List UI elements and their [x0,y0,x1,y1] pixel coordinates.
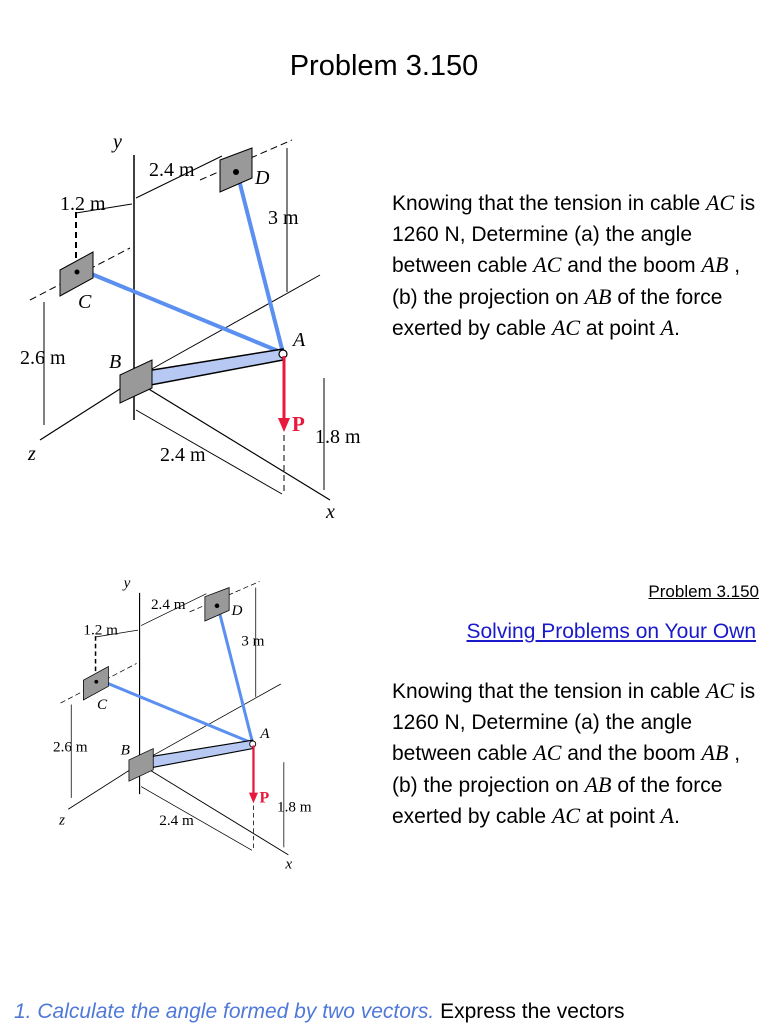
label-dim-left-top: 1.2 m [60,193,106,215]
label-dim-left-26: 2.6 m [53,739,88,756]
dim-2-4-bottom [135,409,283,495]
plate-b [119,359,153,404]
point-c [74,269,80,275]
label-b: B [121,742,130,759]
step-number: 1. [14,1000,32,1023]
force-p-arrowhead [278,418,290,432]
point-d [233,169,239,175]
dim-1-2 [95,629,139,638]
label-x: x [284,856,292,873]
label-dim-vert-3: 3 m [268,207,299,229]
step-text: Express the vectors [440,1000,625,1023]
page-title: Problem 3.150 [289,50,479,82]
slide-2: Problem 3.150 Solving Problems on Your O… [0,580,768,1024]
label-dim-bottom-24: 2.4 m [159,812,194,829]
label-dim-bottom-24: 2.4 m [160,444,206,466]
cable-ad [235,171,285,354]
slide-1: Problem 3.150 [20,50,756,523]
x-axis [139,763,289,856]
x-axis [133,379,331,501]
floor-ref-line [151,683,281,757]
step-emphasis: Calculate the angle formed by two vector… [37,1000,435,1023]
label-dim-left-26: 2.6 m [20,347,66,369]
boom-ab [139,348,284,388]
cable-ad [216,605,255,744]
dim-2-4-top [140,593,207,626]
label-a: A [259,725,270,742]
dim-2-4-bottom [140,786,253,851]
label-y: y [122,580,131,592]
z-axis [67,763,140,810]
problem-diagram: y x z A B C D P 2.4 m 1.2 m 3 m 2.6 m 2.… [20,131,361,523]
floor-ref-line [149,274,321,371]
label-dim-top: 2.4 m [151,596,186,613]
label-c: C [78,291,92,313]
label-dim-vert-3: 3 m [241,632,264,649]
small-title: Problem 3.150 [648,582,759,601]
label-c: C [97,696,108,713]
label-dim-left-top: 1.2 m [83,622,118,639]
plate-b [128,747,154,782]
point-c [94,679,99,684]
label-dim-top: 2.4 m [149,159,195,181]
label-p: P [260,789,270,806]
boom-ab [143,739,254,770]
force-p-arrowhead [248,792,259,804]
cable-ac [95,677,254,745]
step-1: 1. Calculate the angle formed by two vec… [14,1000,624,1024]
dim-2-4-top [135,155,223,199]
dim-1-2 [75,203,133,214]
label-z: z [27,443,36,465]
label-d: D [254,167,270,189]
label-a: A [291,329,306,351]
label-dim-right-18: 1.8 m [315,426,361,448]
point-d [214,603,220,609]
problem-statement: Knowing that the tension in cable AC is … [392,190,756,340]
z-axis [39,379,135,441]
problem-statement-2: Knowing that the tension in cable AC is … [392,678,756,828]
label-z: z [58,811,65,828]
label-b: B [109,351,121,373]
label-dim-right-18: 1.8 m [277,799,312,816]
solving-problems-link[interactable]: Solving Problems on Your Own [466,620,757,643]
cable-ac [76,266,284,355]
label-x: x [325,501,335,523]
label-p: P [292,412,305,436]
problem-diagram-2: y x z A B C D P 2.4 m 1.2 m 3 m 2.6 m 2.… [53,580,312,873]
label-d: D [230,602,242,619]
label-y: y [111,131,122,153]
